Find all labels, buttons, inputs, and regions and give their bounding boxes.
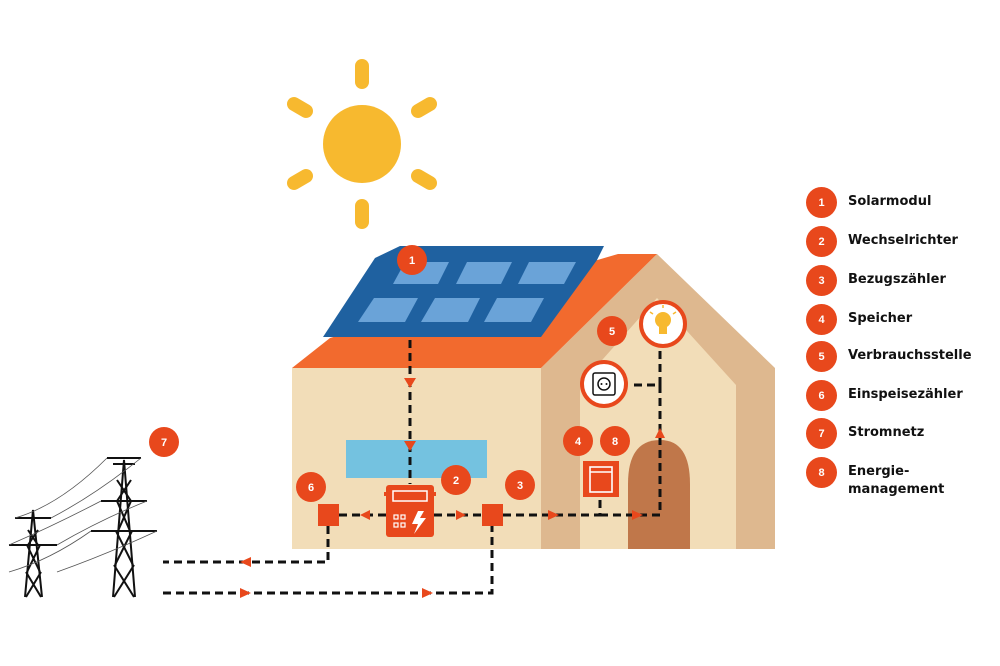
legend-badge: 2 <box>806 226 837 257</box>
feed-in-meter-icon <box>318 504 339 526</box>
svg-text:3: 3 <box>517 480 523 492</box>
power-pylon-icon <box>8 457 158 598</box>
sun-icon <box>287 59 437 229</box>
badge-6: 6 <box>296 472 326 502</box>
legend-item-6: 6 Einspeisezähler <box>806 380 963 412</box>
legend-badge: 4 <box>806 304 837 335</box>
legend-badge: 5 <box>806 341 837 372</box>
legend-item-1: 1 Solarmodul <box>806 187 931 219</box>
battery-icon <box>583 461 619 497</box>
legend-label: Verbrauchsstelle <box>848 348 972 363</box>
legend-label: Solarmodul <box>848 194 932 209</box>
badge-2: 2 <box>441 465 471 495</box>
badge-4: 4 <box>563 426 593 456</box>
legend-label: Bezugszähler <box>848 272 946 287</box>
legend-badge: 8 <box>806 457 837 488</box>
flow-arrows <box>240 378 665 598</box>
legend-badge: 3 <box>806 265 837 296</box>
svg-text:5: 5 <box>609 326 615 338</box>
power-socket-icon <box>580 360 628 408</box>
legend-item-3: 3 Bezugszähler <box>806 265 946 297</box>
badge-1: 1 <box>397 245 427 275</box>
badge-3: 3 <box>505 470 535 500</box>
svg-text:6: 6 <box>308 482 314 494</box>
legend-item-8: 8 Energie- management <box>806 457 944 497</box>
wire-grid-to-meter <box>163 526 494 595</box>
svg-text:8: 8 <box>612 436 618 448</box>
legend-item-5: 5 Verbrauchsstelle <box>806 341 972 373</box>
badge-8: 8 <box>600 426 630 456</box>
legend-badge: 7 <box>806 418 837 449</box>
legend-label: Wechselrichter <box>848 233 958 248</box>
svg-text:7: 7 <box>161 437 167 449</box>
legend-item-2: 2 Wechselrichter <box>806 226 958 258</box>
wiring <box>163 340 662 595</box>
wire-to-consumers <box>600 383 662 517</box>
meter-icon <box>482 504 503 526</box>
badge-5: 5 <box>597 316 627 346</box>
legend-badge: 6 <box>806 380 837 411</box>
legend-label: Speicher <box>848 311 913 326</box>
svg-text:4: 4 <box>575 436 582 448</box>
legend-item-7: 7 Stromnetz <box>806 418 924 450</box>
badge-7: 7 <box>149 427 179 457</box>
legend-badge: 1 <box>806 187 837 218</box>
legend-label: Stromnetz <box>848 425 925 440</box>
wire-feed-to-grid <box>163 526 330 564</box>
legend-label: Einspeisezähler <box>848 387 963 402</box>
legend-label: Energie- management <box>848 464 945 497</box>
light-bulb-icon <box>639 300 687 348</box>
legend-item-4: 4 Speicher <box>806 304 912 336</box>
inverter-icon <box>384 485 436 537</box>
svg-text:2: 2 <box>453 475 459 487</box>
solar-panel-icon <box>323 246 604 337</box>
svg-text:1: 1 <box>409 255 415 267</box>
